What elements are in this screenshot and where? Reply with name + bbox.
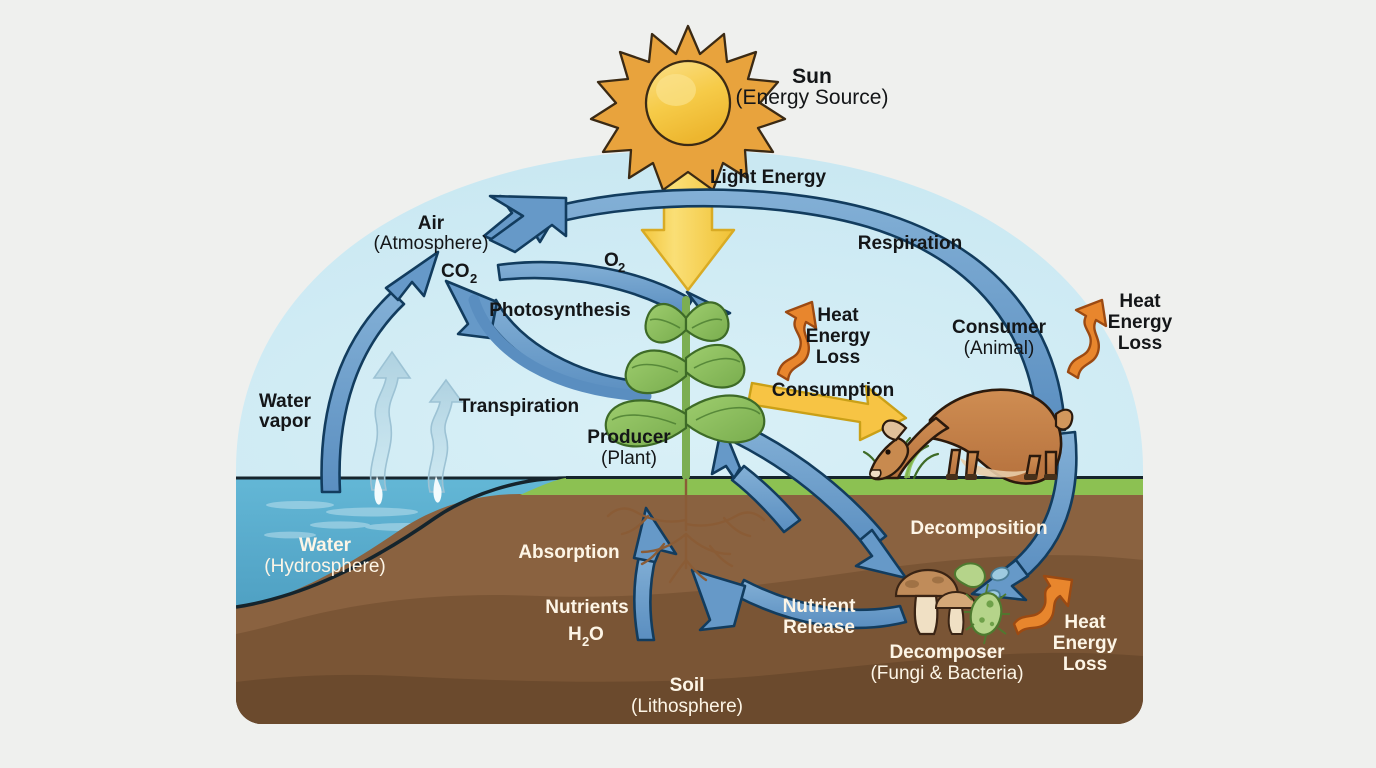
label-soil-subtitle: (Lithosphere) — [631, 696, 743, 717]
label-photosynthesis: Photosynthesis — [489, 300, 630, 321]
label-respiration: Respiration — [858, 233, 963, 254]
label-transpiration: Transpiration — [459, 396, 579, 417]
label-water-subtitle: (Hydrosphere) — [264, 556, 385, 577]
label-h2o-h: H — [568, 624, 582, 645]
evaporation-droplets — [374, 476, 442, 505]
label-light-energy: Light Energy — [710, 167, 827, 188]
label-nutrient-release-l1: Nutrient — [783, 596, 857, 617]
decomposition-plant-arrow — [732, 422, 908, 580]
label-heat-loss-consumer: Heat Energy Loss — [1108, 291, 1173, 354]
label-heat-loss-decomposer-l1: Heat — [1064, 612, 1106, 633]
label-decomposer-title: Decomposer — [889, 642, 1005, 663]
label-heat-loss-decomposer-l3: Loss — [1063, 654, 1107, 675]
label-decomposer-subtitle: (Fungi & Bacteria) — [870, 663, 1023, 684]
label-sun-title: Sun — [792, 65, 832, 88]
sun-icon — [589, 24, 787, 292]
label-o2-subscript: 2 — [618, 260, 625, 275]
label-heat-loss-consumer-l1: Heat — [1119, 291, 1161, 312]
label-o2-main: O — [604, 250, 619, 271]
label-heat-loss-decomposer-l2: Energy — [1053, 633, 1118, 654]
label-soil-title: Soil — [670, 675, 705, 696]
label-absorption: Absorption — [518, 542, 619, 563]
plant-roots — [606, 478, 766, 584]
label-heat-loss-consumer-l3: Loss — [1118, 333, 1162, 354]
label-producer-subtitle: (Plant) — [601, 448, 657, 469]
flow-arrows — [320, 188, 1078, 642]
label-heat-loss-producer-l3: Loss — [816, 347, 860, 368]
label-heat-loss-consumer-l2: Energy — [1108, 312, 1173, 333]
label-h2o-subscript: 2 — [582, 634, 589, 649]
diagram-labels: Sun (Energy Source) Light Energy Air (At… — [259, 65, 1173, 717]
water-vapor-arrow — [320, 250, 440, 494]
heat-loss-arrows — [776, 298, 1108, 636]
label-co2: CO 2 — [441, 261, 477, 286]
label-nutrient-release-l2: Release — [783, 617, 855, 638]
label-h2o-o: O — [589, 624, 604, 645]
label-producer-title: Producer — [587, 427, 671, 448]
transpiration-arrow — [468, 294, 652, 402]
label-consumer-subtitle: (Animal) — [964, 338, 1035, 359]
label-heat-loss-decomposer: Heat Energy Loss — [1053, 612, 1118, 675]
label-heat-loss-producer-l2: Energy — [806, 326, 871, 347]
nutrient-release-arrow — [690, 568, 908, 632]
decomposer-organisms — [894, 562, 1010, 645]
label-consumer-title: Consumer — [952, 317, 1047, 338]
label-air-title: Air — [418, 213, 445, 234]
label-air-subtitle: (Atmosphere) — [373, 233, 488, 254]
consumer-animal-deer — [869, 388, 1074, 485]
label-water-vapor-line2: vapor — [259, 411, 311, 432]
respiration-arrow — [482, 188, 1067, 434]
producer-plant — [604, 296, 766, 584]
vapor-wisps — [369, 350, 464, 493]
label-co2-subscript: 2 — [470, 271, 477, 286]
label-heat-loss-producer: Heat Energy Loss — [806, 305, 871, 368]
label-nutrients: Nutrients — [545, 597, 628, 618]
label-consumption: Consumption — [772, 380, 894, 401]
label-co2-main: CO — [441, 261, 470, 282]
label-heat-loss-producer-l1: Heat — [817, 305, 859, 326]
label-nutrients-h2o: H 2 O — [568, 624, 604, 649]
root-uptake-arrow — [710, 422, 802, 534]
heat-loss-arrow-decomposer — [1012, 574, 1074, 636]
label-water-vapor-line1: Water — [259, 391, 312, 412]
label-o2: O 2 — [604, 250, 625, 275]
heat-loss-arrow-consumer — [1066, 298, 1108, 380]
label-decomposition: Decomposition — [910, 518, 1047, 539]
heat-loss-arrow-producer — [776, 300, 818, 382]
label-sun-subtitle: (Energy Source) — [736, 86, 889, 109]
label-water-title: Water — [299, 535, 352, 556]
